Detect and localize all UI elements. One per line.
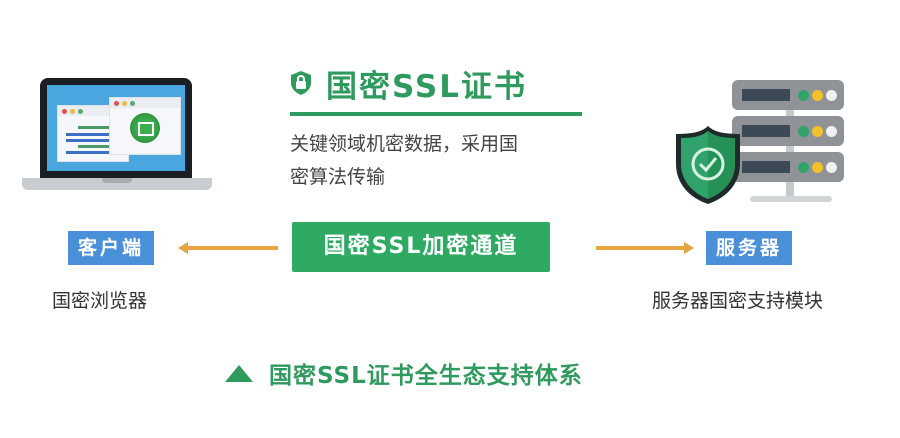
server-rack: [732, 152, 844, 182]
description-line: 密算法传输: [290, 166, 386, 188]
encrypted-channel: 国密SSL加密通道: [292, 222, 550, 272]
server-rack: [732, 116, 844, 146]
server-rack: [732, 80, 844, 110]
title-underline: [290, 112, 582, 116]
client-subtitle: 国密浏览器: [52, 290, 148, 312]
laptop-screen: [40, 78, 192, 178]
title-text: 国密SSL证书: [326, 68, 528, 105]
arrow-left-icon: [178, 242, 278, 254]
client-tag: 客户端: [68, 231, 155, 265]
server-subtitle: 服务器国密支持模块: [652, 290, 824, 312]
browser-window-front: [109, 97, 181, 155]
laptop-base: [22, 178, 212, 190]
shield-lock-icon: [291, 71, 311, 95]
description-line: 关键领域机密数据，采用国: [290, 133, 519, 155]
footer-text: 国密SSL证书全生态支持体系: [269, 363, 583, 389]
description: 关键领域机密数据，采用国 密算法传输: [290, 128, 590, 194]
gm-logo-icon: [130, 113, 160, 143]
arrow-right-icon: [596, 242, 694, 254]
footer: 国密SSL证书全生态支持体系: [225, 356, 583, 390]
triangle-up-icon: [225, 364, 253, 382]
laptop-icon: [22, 78, 212, 190]
header: 国密SSL证书: [290, 60, 582, 116]
page-title: 国密SSL证书: [290, 60, 582, 106]
server-tag: 服务器: [706, 231, 793, 265]
shield-check-icon: [676, 126, 740, 204]
server-shield-icon: [662, 72, 862, 222]
